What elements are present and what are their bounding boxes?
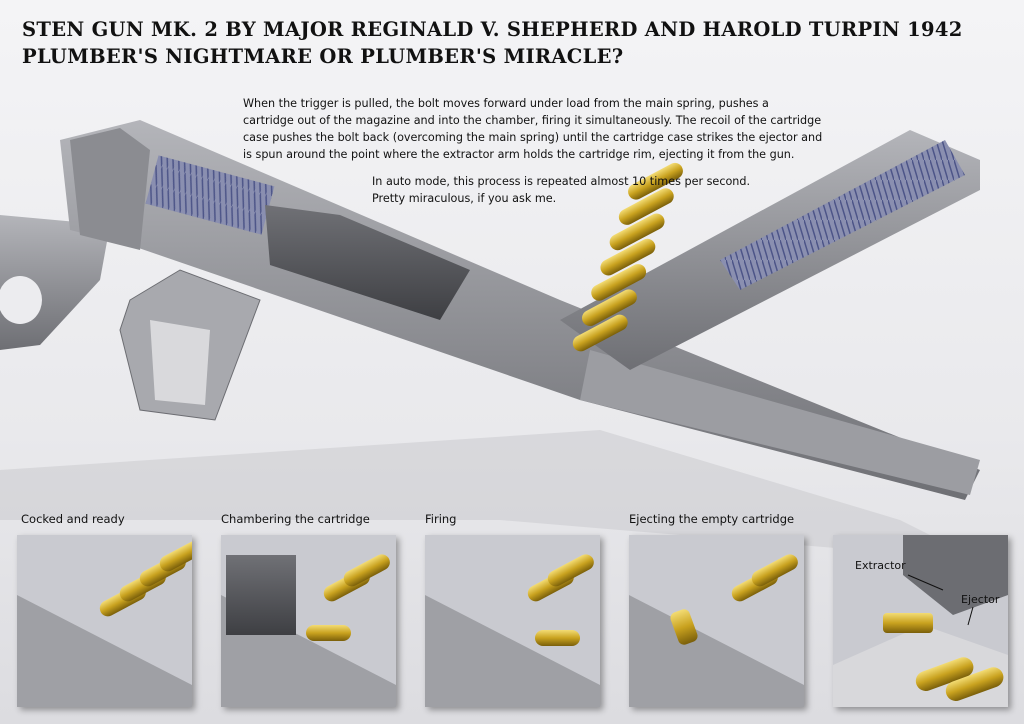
panel-label-chambering: Chambering the cartridge [221, 512, 370, 526]
mechanism-description: When the trigger is pulled, the bolt mov… [243, 97, 823, 161]
ejector-callout: Ejector [961, 593, 1000, 606]
panel-firing [425, 535, 600, 707]
panel-label-ejecting: Ejecting the empty cartridge [629, 512, 795, 526]
poster-title-line-1: Sten Gun Mk. 2 by Major Reginald V. Shep… [22, 18, 963, 41]
cartridges [572, 162, 683, 352]
panel-ejecting [629, 535, 804, 707]
bolt [265, 205, 470, 320]
panel-label-firing: Firing [425, 512, 457, 526]
poster-title-line-2: Plumber's Nightmare or Plumber's Miracle… [22, 45, 624, 68]
panel-chambering [221, 535, 396, 707]
main-spring [145, 155, 275, 235]
auto-mode-line-1: In auto mode, this process is repeated a… [372, 175, 751, 188]
auto-mode-note: In auto mode, this process is repeated a… [372, 173, 750, 207]
panel-cocked [17, 535, 192, 707]
panel-label-cocked: Cocked and ready [21, 512, 125, 526]
panel-extractor-ejector-detail: Extractor Ejector [833, 535, 1008, 707]
extractor-callout: Extractor [855, 559, 906, 572]
magazine-spring [720, 140, 965, 290]
barrel [580, 350, 980, 495]
auto-mode-line-2: Pretty miraculous, if you ask me. [372, 192, 557, 205]
